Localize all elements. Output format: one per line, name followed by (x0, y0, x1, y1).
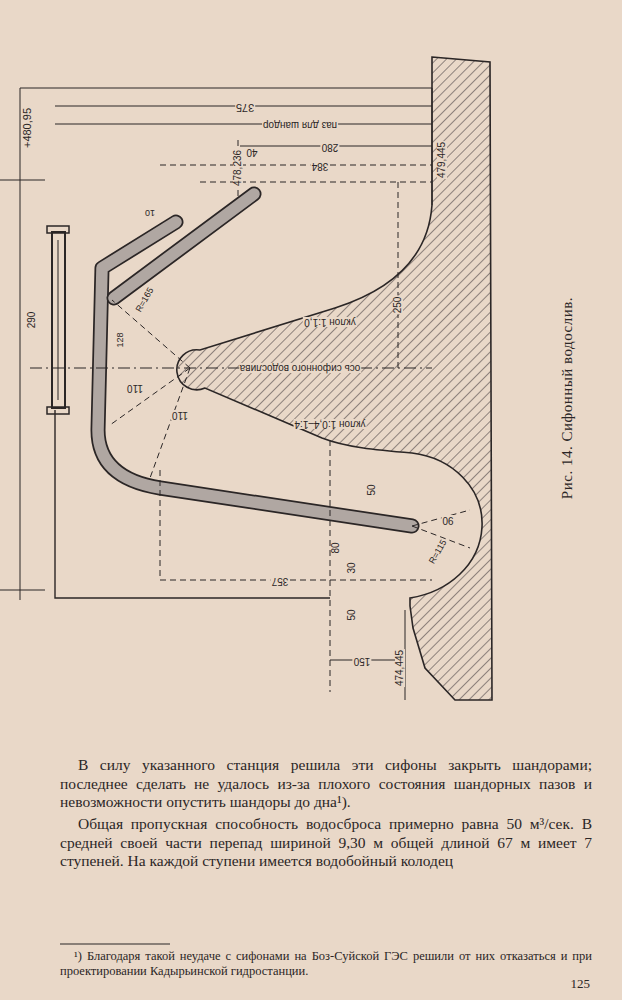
dimension-label: 375 (235, 102, 255, 113)
dimension-label: 474,445 (395, 649, 405, 687)
footnote: ¹) Благодаря такой неудаче с сифонами на… (60, 949, 592, 979)
dimension-label: 128 (116, 331, 125, 348)
dimension-label: уклон 1:1,0 (303, 317, 357, 327)
dimension-label: ось сифонного водослива (239, 363, 361, 373)
dimension-label: 10 (144, 208, 156, 217)
dimension-label: 110 (171, 410, 189, 420)
dimension-label: 80 (331, 541, 341, 554)
paragraph: Общая пропускная способность водосброса … (60, 815, 592, 871)
siphon-hood (98, 194, 412, 526)
dimension-label: 479,445 (437, 141, 447, 179)
dimension-label: 250 (393, 296, 403, 315)
stoplog (47, 226, 69, 414)
figure-caption: Рис. 14. Сифонный водослив. (560, 295, 575, 501)
dimension-label: R=165 (134, 285, 156, 314)
dimension-label: 478,236 (233, 149, 243, 187)
dimension-label: 30 (347, 561, 357, 574)
dimension-label: 290 (27, 311, 37, 330)
dimension-label: 280 (321, 142, 340, 152)
dam-body (177, 57, 492, 700)
dimension-label: 50 (367, 483, 377, 496)
dimension-label: 90 (441, 515, 454, 525)
dimension-label: 384 (311, 161, 330, 171)
dimension-label: 357 (271, 576, 290, 586)
paragraph: В силу указанного станция решила эти сиф… (60, 756, 592, 812)
dimension-label: R=115 (427, 538, 449, 567)
dimension-label: 150 (353, 656, 372, 666)
dimension-label: +480,95 (22, 107, 33, 149)
dimension-label: 110 (126, 383, 144, 393)
dimension-label: 40 (245, 147, 258, 157)
dimension-label: уклон 1:0,4–1:4 (293, 419, 366, 429)
page-number: 125 (530, 976, 590, 992)
dimension-label: 50 (347, 608, 357, 621)
dimension-label: паз для шандор (262, 120, 338, 130)
